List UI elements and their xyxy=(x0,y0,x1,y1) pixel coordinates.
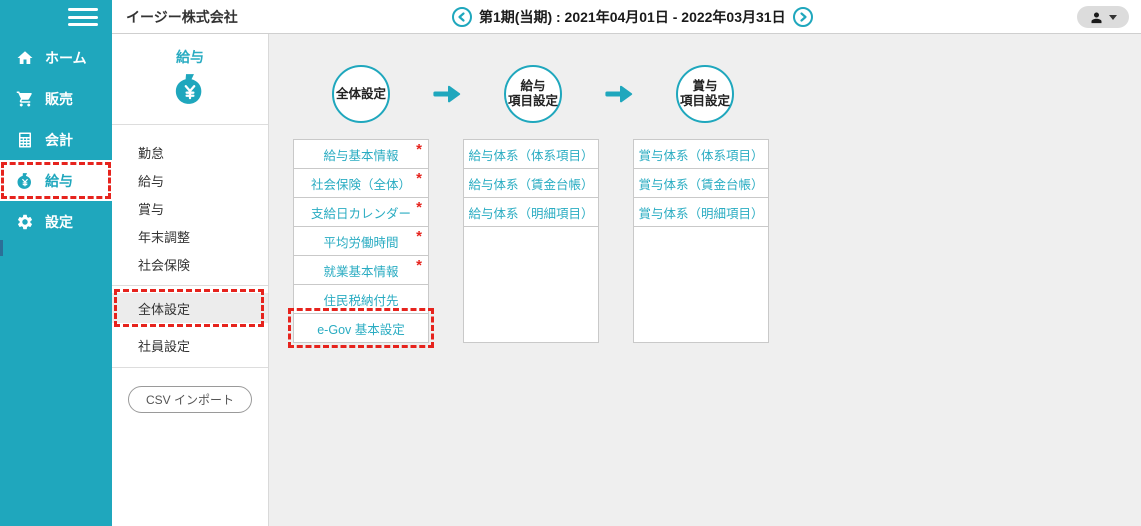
link-bonus-detail-items[interactable]: 賞与体系（明細項目） xyxy=(633,197,769,227)
link-bonus-wage-ledger[interactable]: 賞与体系（賃金台帳） xyxy=(633,168,769,198)
link-payday-calendar[interactable]: 支給日カレンダー * xyxy=(293,197,429,227)
sidebar-item-label: 会計 xyxy=(45,131,73,148)
step-label: 給与 xyxy=(520,79,546,93)
step-label: 項目設定 xyxy=(679,94,730,108)
primary-sidebar: ホーム 販売 会計 給与 設定 xyxy=(0,34,112,526)
link-social-insurance-overall[interactable]: 社会保険（全体） * xyxy=(293,168,429,198)
arrow-right-icon xyxy=(604,82,634,106)
chevron-left-icon xyxy=(458,12,465,22)
submenu-item-attendance[interactable]: 勤怠 xyxy=(138,145,165,161)
link-label: 給与体系（明細項目） xyxy=(468,206,594,221)
column-overall-settings: 給与基本情報 * 社会保険（全体） * 支給日カレンダー * 平均労働時間 * 就業基本… xyxy=(288,139,434,348)
period-selector: 第1期(当期) : 2021年04月01日 - 2022年03月31日 xyxy=(452,0,813,34)
sidebar-item-label: 販売 xyxy=(45,90,73,107)
required-asterisk: * xyxy=(416,141,422,158)
link-salary-wage-ledger[interactable]: 給与体系（賃金台帳） xyxy=(463,168,599,198)
chevron-right-icon xyxy=(799,12,807,22)
submenu-item-bonus[interactable]: 賞与 xyxy=(138,201,165,217)
divider xyxy=(112,285,268,286)
link-label: 給与基本情報 xyxy=(323,148,399,163)
link-label: 賞与体系（明細項目） xyxy=(638,206,764,221)
step-label: 項目設定 xyxy=(507,94,558,108)
caret-down-icon xyxy=(1109,14,1117,20)
required-asterisk: * xyxy=(416,257,422,274)
settings-link-columns: 給与基本情報 * 社会保険（全体） * 支給日カレンダー * 平均労働時間 * 就業基本… xyxy=(288,139,769,348)
link-salary-basic-info[interactable]: 給与基本情報 * xyxy=(293,139,429,169)
link-salary-system-items[interactable]: 給与体系（体系項目） xyxy=(463,139,599,169)
link-salary-detail-items[interactable]: 給与体系（明細項目） xyxy=(463,197,599,227)
sidebar-item-label: ホーム xyxy=(45,49,87,66)
hamburger-menu-icon[interactable] xyxy=(68,8,98,26)
top-header: イージー株式会社 第1期(当期) : 2021年04月01日 - 2022年03… xyxy=(0,0,1141,34)
moneybag-icon xyxy=(15,171,35,191)
main-content: 全体設定 給与 項目設定 賞与 項目設定 給与基本情報 * 社会保険（全体） * xyxy=(269,34,1141,526)
link-egov-basic-settings[interactable]: e-Gov 基本設定 xyxy=(288,308,434,348)
link-label: 支給日カレンダー xyxy=(310,206,411,221)
company-name: イージー株式会社 xyxy=(126,9,238,25)
column-bonus-item-settings: 賞与体系（体系項目） 賞与体系（賃金台帳） 賞与体系（明細項目） xyxy=(633,139,769,343)
calculator-icon xyxy=(15,130,35,150)
link-bonus-system-items[interactable]: 賞与体系（体系項目） xyxy=(633,139,769,169)
home-icon xyxy=(15,48,35,68)
empty-panel xyxy=(463,226,599,343)
sidebar-edge-marker xyxy=(0,240,3,256)
link-label: 社会保険（全体） xyxy=(310,177,411,192)
link-label: e-Gov 基本設定 xyxy=(317,322,405,337)
previous-period-button[interactable] xyxy=(452,7,472,27)
link-label: 平均労働時間 xyxy=(323,235,399,250)
cart-icon xyxy=(15,89,35,109)
submenu-item-social-insurance[interactable]: 社会保険 xyxy=(138,257,191,273)
setup-steps: 全体設定 給与 項目設定 賞与 項目設定 xyxy=(332,65,734,123)
step-salary-item-settings: 給与 項目設定 xyxy=(504,65,562,123)
next-period-button[interactable] xyxy=(792,7,813,27)
divider xyxy=(112,367,268,368)
link-label: 賞与体系（賃金台帳） xyxy=(638,177,764,192)
step-label: 賞与 xyxy=(692,79,718,93)
submenu-list: 勤怠 給与 賞与 年末調整 社会保険 全体設定 社員設定 CSV インポート xyxy=(112,125,268,413)
link-resident-tax-payment[interactable]: 住民税納付先 xyxy=(293,284,429,314)
required-asterisk: * xyxy=(416,170,422,187)
payroll-submenu-panel: 給与 勤怠 給与 賞与 年末調整 社会保険 全体設定 社員設定 CSV インポー… xyxy=(112,34,269,526)
submenu-item-overall-settings[interactable]: 全体設定 xyxy=(112,289,268,327)
arrow-right-icon xyxy=(432,82,462,106)
column-salary-item-settings: 給与体系（体系項目） 給与体系（賃金台帳） 給与体系（明細項目） xyxy=(463,139,599,343)
link-average-working-hours[interactable]: 平均労働時間 * xyxy=(293,226,429,256)
panel-header: 給与 xyxy=(112,34,268,125)
csv-import-button[interactable]: CSV インポート xyxy=(128,386,252,413)
brand-block xyxy=(0,0,112,34)
link-employment-basic-info[interactable]: 就業基本情報 * xyxy=(293,255,429,285)
sidebar-item-payroll[interactable]: 給与 xyxy=(0,160,112,201)
submenu-item-employee-settings[interactable]: 社員設定 xyxy=(138,338,191,354)
sidebar-item-settings[interactable]: 設定 xyxy=(0,201,112,242)
submenu-item-salary[interactable]: 給与 xyxy=(138,173,165,189)
user-menu-button[interactable] xyxy=(1077,6,1129,28)
required-asterisk: * xyxy=(416,199,422,216)
sidebar-item-sales[interactable]: 販売 xyxy=(0,78,112,119)
sidebar-item-label: 設定 xyxy=(45,213,73,230)
period-label: 第1期(当期) : 2021年04月01日 - 2022年03月31日 xyxy=(479,9,786,25)
user-icon xyxy=(1091,12,1102,23)
link-label: 賞与体系（体系項目） xyxy=(638,148,764,163)
link-label: 住民税納付先 xyxy=(323,293,399,308)
step-bonus-item-settings: 賞与 項目設定 xyxy=(676,65,734,123)
required-asterisk: * xyxy=(416,228,422,245)
sidebar-item-label: 給与 xyxy=(45,172,73,189)
sidebar-item-home[interactable]: ホーム xyxy=(0,37,112,78)
link-label: 給与体系（体系項目） xyxy=(468,148,594,163)
step-label: 全体設定 xyxy=(335,86,386,101)
step-overall-settings: 全体設定 xyxy=(332,65,390,123)
link-label: 給与体系（賃金台帳） xyxy=(468,177,594,192)
empty-panel xyxy=(633,226,769,343)
panel-title: 給与 xyxy=(176,49,204,65)
link-label: 就業基本情報 xyxy=(323,264,399,279)
gear-icon xyxy=(15,212,35,232)
moneybag-icon xyxy=(112,72,268,111)
sidebar-item-accounting[interactable]: 会計 xyxy=(0,119,112,160)
submenu-item-year-end-adjustment[interactable]: 年末調整 xyxy=(138,229,191,245)
